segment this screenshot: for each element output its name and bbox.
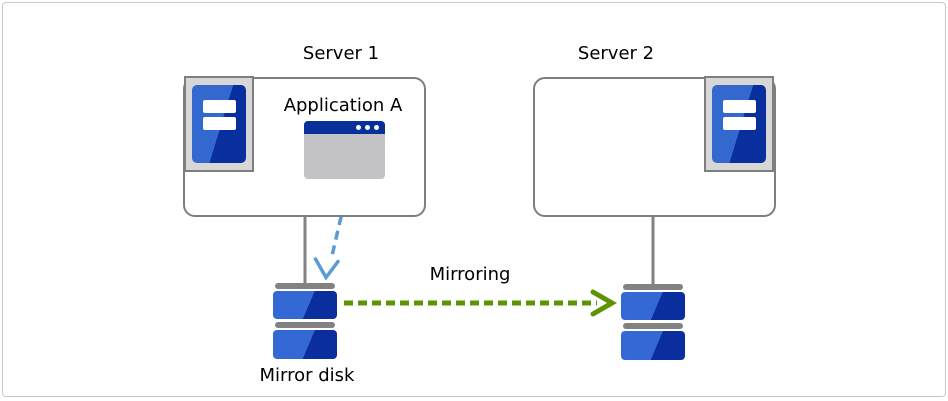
server-tower-icon	[712, 85, 766, 163]
disk-platter-icon	[621, 292, 685, 320]
server1-icon	[184, 76, 254, 172]
disk-cap-icon	[623, 284, 683, 290]
server-slot-icon	[723, 100, 756, 113]
mirror-disk-left-icon	[273, 283, 337, 359]
disk-platter-icon	[273, 291, 337, 319]
mirror-disk-label: Mirror disk	[259, 365, 355, 386]
mirror-disk-right-icon	[621, 284, 685, 360]
server1-title: Server 1	[302, 43, 380, 64]
window-dot-icon	[365, 125, 370, 130]
server-slot-icon	[203, 100, 236, 113]
application-title: Application A	[283, 95, 403, 116]
disk-platter-icon	[273, 330, 337, 359]
disk-cap-icon	[275, 283, 335, 289]
disk-platter-icon	[621, 331, 685, 360]
window-dot-icon	[356, 125, 361, 130]
server2-title: Server 2	[577, 43, 655, 64]
application-window-titlebar	[304, 121, 385, 134]
disk-cap-icon	[623, 323, 683, 329]
app-write-arrowhead-icon	[313, 257, 340, 281]
server-slot-icon	[723, 117, 756, 130]
server2-icon	[704, 76, 774, 172]
application-window-icon	[304, 121, 385, 179]
mirroring-arrowhead-icon	[590, 289, 617, 317]
window-dot-icon	[374, 125, 379, 130]
mirroring-label: Mirroring	[429, 264, 511, 285]
server-tower-icon	[192, 85, 246, 163]
server-slot-icon	[203, 117, 236, 130]
disk-cap-icon	[275, 322, 335, 328]
